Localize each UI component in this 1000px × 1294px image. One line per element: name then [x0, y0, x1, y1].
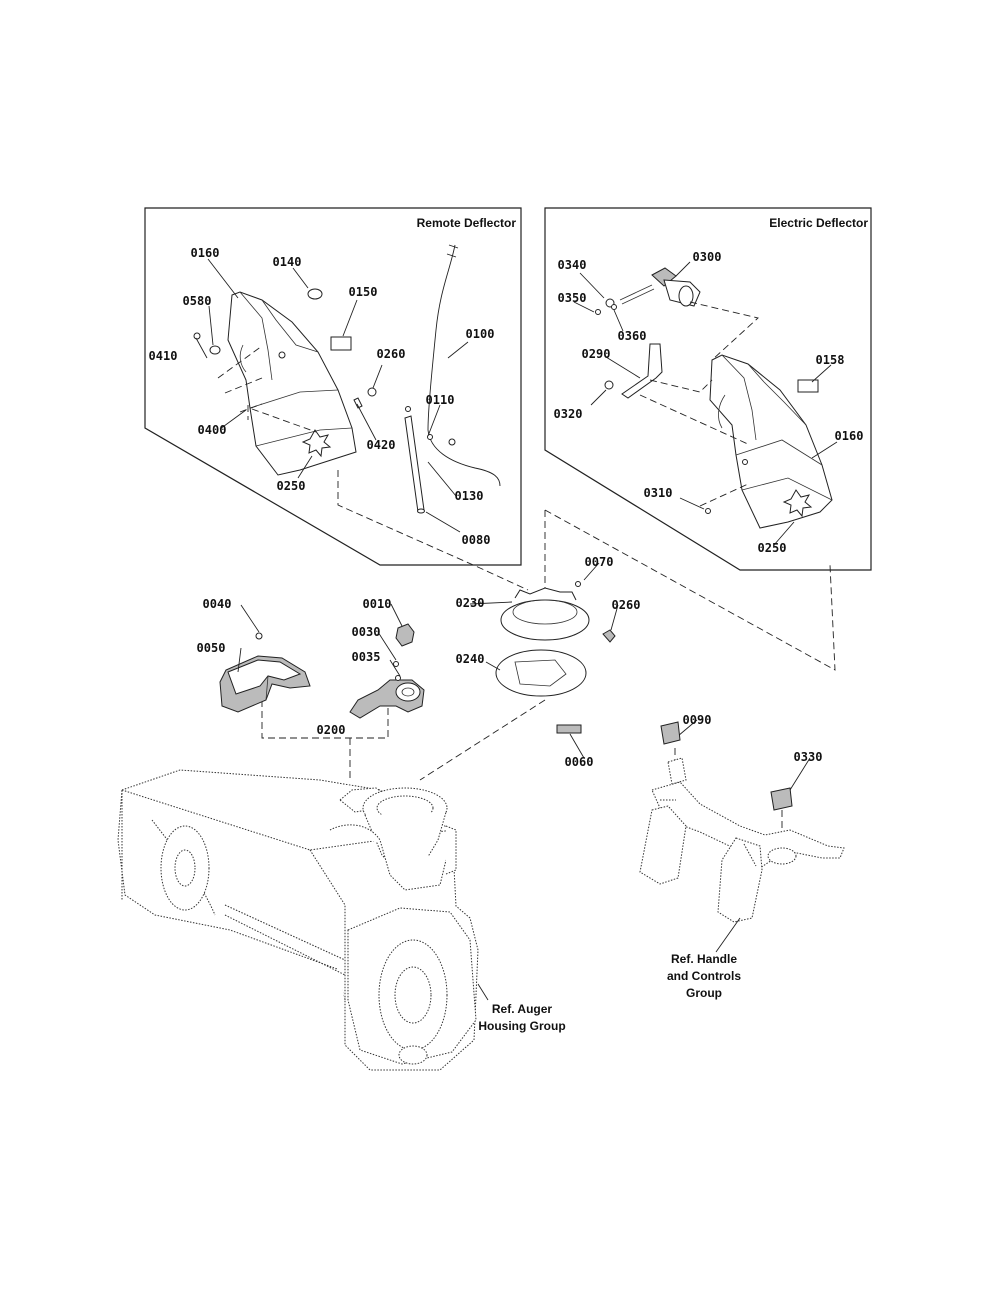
label-0410: 0410 — [149, 349, 178, 363]
label-0350: 0350 — [558, 291, 587, 305]
remote-label-decal — [330, 336, 352, 351]
label-0330: 0330 — [794, 750, 823, 764]
label-0230: 0230 — [456, 596, 485, 610]
remote-washer — [209, 345, 221, 355]
electric-motor-part — [595, 267, 701, 315]
label-0035: 0035 — [352, 650, 381, 664]
electric-label-decal — [797, 379, 819, 393]
handle-reference-line2: and Controls — [667, 969, 741, 983]
remote-deflector-panel: Remote Deflector — [144, 207, 522, 566]
auger-housing-reference — [117, 769, 479, 1071]
electric-bracket-part — [621, 343, 663, 399]
bracket-screw-2 — [395, 675, 401, 681]
label-0090: 0090 — [683, 713, 712, 727]
remote-clip — [307, 288, 323, 300]
chute-cover-part — [219, 655, 311, 713]
remote-deflector-frame — [144, 207, 522, 566]
crank-knob — [395, 623, 415, 647]
remote-cable-part — [427, 244, 501, 487]
label-0130: 0130 — [455, 489, 484, 503]
label-0160-electric: 0160 — [835, 429, 864, 443]
label-0300: 0300 — [693, 250, 722, 264]
label-0580: 0580 — [183, 294, 212, 308]
label-0010: 0010 — [363, 597, 392, 611]
electric-deflector-frame — [544, 207, 872, 571]
label-0158: 0158 — [816, 353, 845, 367]
label-0110: 0110 — [426, 393, 455, 407]
electric-deflector-title: Electric Deflector — [769, 216, 868, 230]
label-0080: 0080 — [462, 533, 491, 547]
label-0160: 0160 — [191, 246, 220, 260]
control-knob-0330 — [770, 787, 793, 811]
bracket-screw — [393, 661, 399, 667]
label-0070: 0070 — [585, 555, 614, 569]
electric-deflector-panel: Electric Deflector 0340 — [544, 207, 872, 571]
chute-parts: 0040 0010 0030 0035 0050 0200 0230 0070 … — [197, 555, 823, 791]
ring-screw — [575, 581, 581, 587]
handle-reference-line1: Ref. Handle — [671, 952, 737, 966]
remote-pin-2 — [427, 434, 433, 440]
chute-ring-part — [500, 587, 590, 641]
remote-dash-guides — [224, 377, 317, 433]
remote-dash-guides-2 — [217, 345, 263, 420]
remote-rod-part — [404, 415, 425, 514]
gear-bracket-part — [349, 679, 425, 719]
label-0320: 0320 — [554, 407, 583, 421]
remote-screw — [353, 397, 363, 409]
ring-nut — [602, 629, 616, 643]
remote-deflector-title: Remote Deflector — [417, 216, 517, 230]
label-0200: 0200 — [317, 723, 346, 737]
label-0420: 0420 — [367, 438, 396, 452]
chute-screw — [255, 632, 263, 640]
label-0240: 0240 — [456, 652, 485, 666]
label-0400: 0400 — [198, 423, 227, 437]
electric-nut — [604, 380, 614, 390]
auger-reference-line2: Housing Group — [478, 1019, 565, 1033]
remote-pin — [405, 406, 411, 412]
label-0040: 0040 — [203, 597, 232, 611]
label-0060: 0060 — [565, 755, 594, 769]
chute-plate-part — [495, 649, 587, 697]
label-0050: 0050 — [197, 641, 226, 655]
label-0100: 0100 — [466, 327, 495, 341]
auger-reference-line1: Ref. Auger — [492, 1002, 553, 1016]
electric-screw — [705, 508, 711, 514]
label-0310: 0310 — [644, 486, 673, 500]
control-knob-0090 — [660, 721, 681, 745]
auger-reference-leader — [477, 983, 489, 1001]
label-0140: 0140 — [273, 255, 302, 269]
handle-controls-reference — [639, 721, 845, 953]
label-0250-electric: 0250 — [758, 541, 787, 555]
electric-deflector-part — [709, 354, 833, 529]
electric-dash-guides — [639, 301, 759, 507]
label-0030: 0030 — [352, 625, 381, 639]
label-0360: 0360 — [618, 329, 647, 343]
remote-nut-2 — [367, 387, 377, 397]
remote-deflector-part — [227, 291, 357, 476]
label-0260-remote: 0260 — [377, 347, 406, 361]
remote-nut — [193, 332, 201, 340]
label-0150: 0150 — [349, 285, 378, 299]
handle-reference-line3: Group — [686, 986, 722, 1000]
chute-clip — [556, 724, 582, 734]
label-0340: 0340 — [558, 258, 587, 272]
label-0290: 0290 — [582, 347, 611, 361]
label-0260-main: 0260 — [612, 598, 641, 612]
label-0250-remote: 0250 — [277, 479, 306, 493]
